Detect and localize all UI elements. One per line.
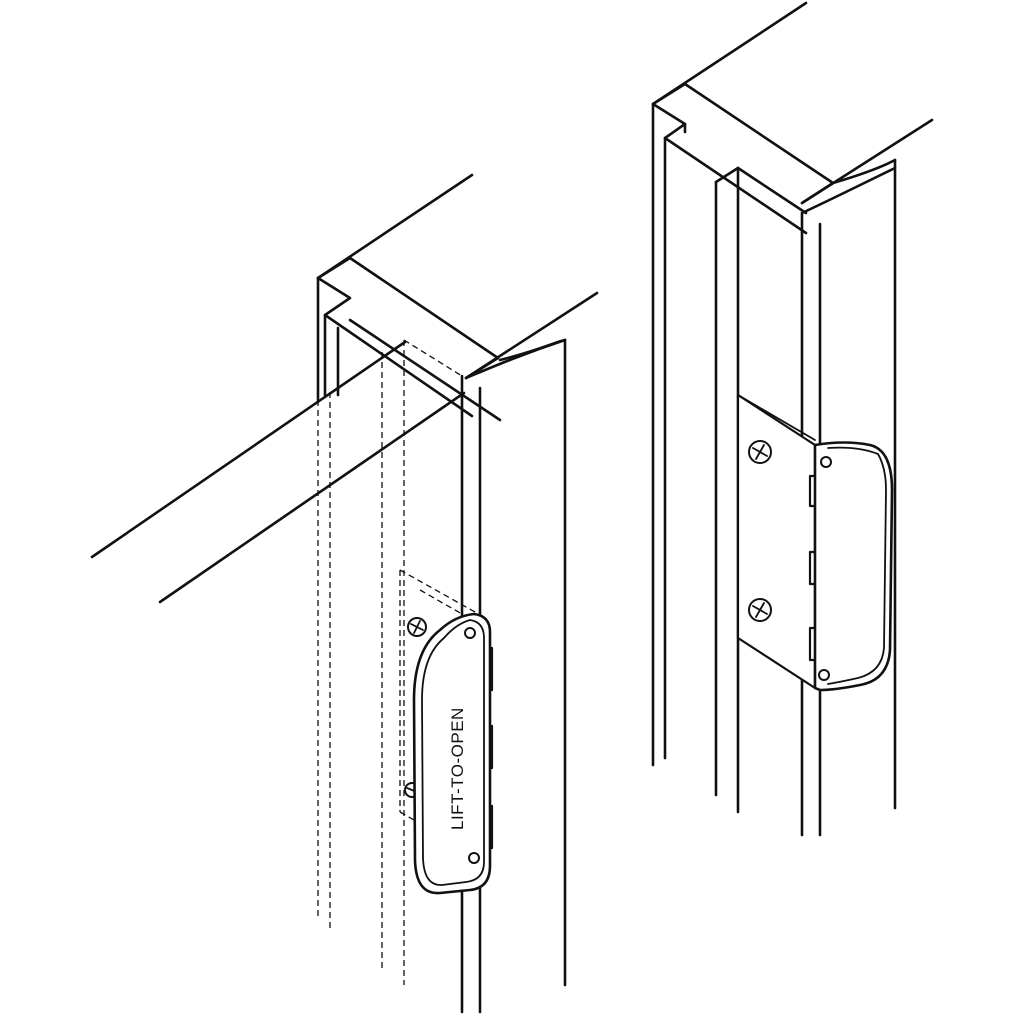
left-assembly: LIFT-TO-OPEN (90, 173, 599, 1014)
left-jamb (336, 318, 567, 1014)
left-frame-top (316, 173, 599, 418)
knuckle-hole-icon (464, 627, 476, 639)
right-frame-top (651, 1, 934, 235)
right-handle (813, 441, 894, 692)
handle-label: LIFT-TO-OPEN (448, 707, 467, 830)
glass-panel (90, 340, 466, 604)
right-screw-bottom-icon (748, 598, 772, 622)
knuckle-hole-icon (818, 669, 830, 681)
left-screw-top-icon (407, 617, 427, 637)
knuckle-hole-icon (468, 852, 480, 864)
lift-to-open-handle: LIFT-TO-OPEN (412, 612, 492, 895)
right-hinge-plate (736, 393, 817, 690)
hidden-lines (317, 339, 476, 985)
right-screw-top-icon (748, 440, 772, 464)
right-assembly (651, 1, 934, 837)
right-jamb (651, 102, 897, 837)
knuckle-hole-icon (820, 456, 832, 468)
